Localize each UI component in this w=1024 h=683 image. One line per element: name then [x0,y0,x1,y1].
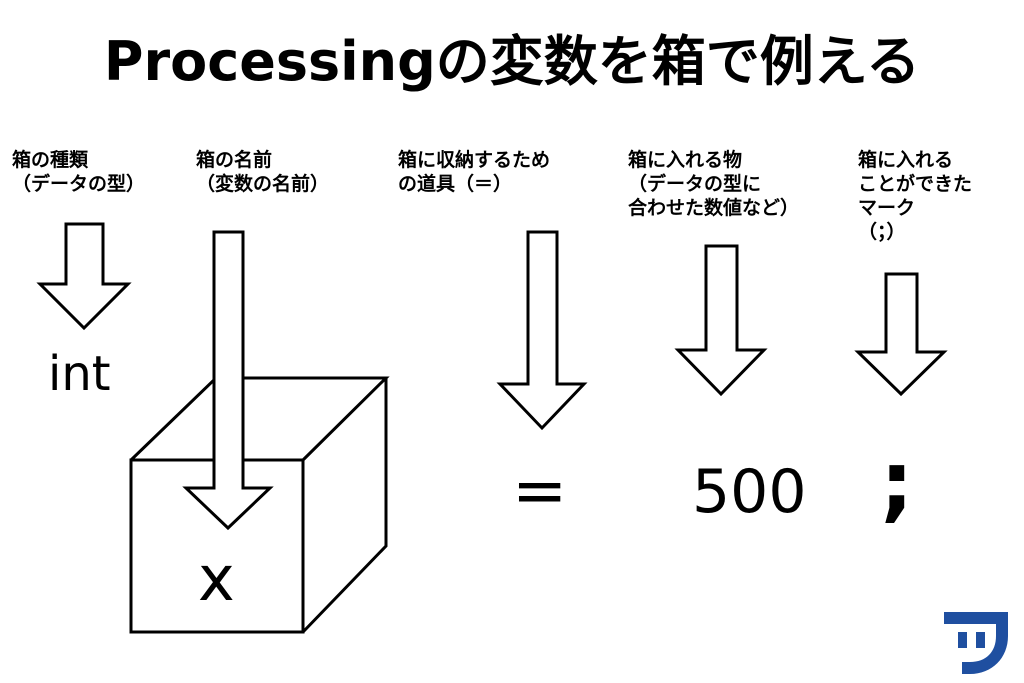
label-value: 箱に入れる物 （データの型に 合わせた数値など） [628,148,799,220]
code-value: 500 [692,457,807,527]
down-arrow-icon [674,244,768,397]
label-assign-line-1: 箱に収納するため [398,149,551,171]
box-side-face [301,378,388,634]
logo-stroke-left [958,632,967,648]
down-arrow-icon [36,222,132,331]
label-end-line-2: ことができた [858,173,973,195]
label-type-line-1: 箱の種類 [12,149,89,171]
page-title: Processingの変数を箱で例える [103,30,921,93]
label-type: 箱の種類 （データの型） [12,148,145,196]
label-end-line-3: マーク [858,197,916,219]
label-assign: 箱に収納するため の道具（＝） [398,148,550,196]
down-arrow-icon [854,272,948,397]
label-end-line-1: 箱に入れる [858,149,954,171]
code-op: = [512,452,568,529]
down-arrow-icon [182,230,274,531]
code-terminator: ; [880,433,914,531]
code-type: int [48,346,111,402]
box-top-face [129,376,390,462]
down-arrow-icon [496,230,588,431]
label-end: 箱に入れる ことができた マーク （；） [858,148,972,244]
box-icon [129,376,390,634]
logo-icon [944,612,1008,674]
logo-shape [944,612,1008,674]
label-value-line-2: （データの型に [628,173,762,195]
label-name: 箱の名前 （変数の名前） [196,148,329,196]
label-name-line-1: 箱の名前 [196,149,273,171]
label-type-line-2: （データの型） [12,173,146,195]
label-value-line-3: 合わせた数値など） [628,197,800,219]
code-name: x [198,542,235,615]
label-end-line-4: （；） [858,221,906,243]
label-value-line-1: 箱に入れる物 [628,149,743,171]
logo-stroke-right [976,632,985,648]
label-assign-line-2: の道具（＝） [398,173,513,195]
label-name-line-2: （変数の名前） [196,173,330,195]
